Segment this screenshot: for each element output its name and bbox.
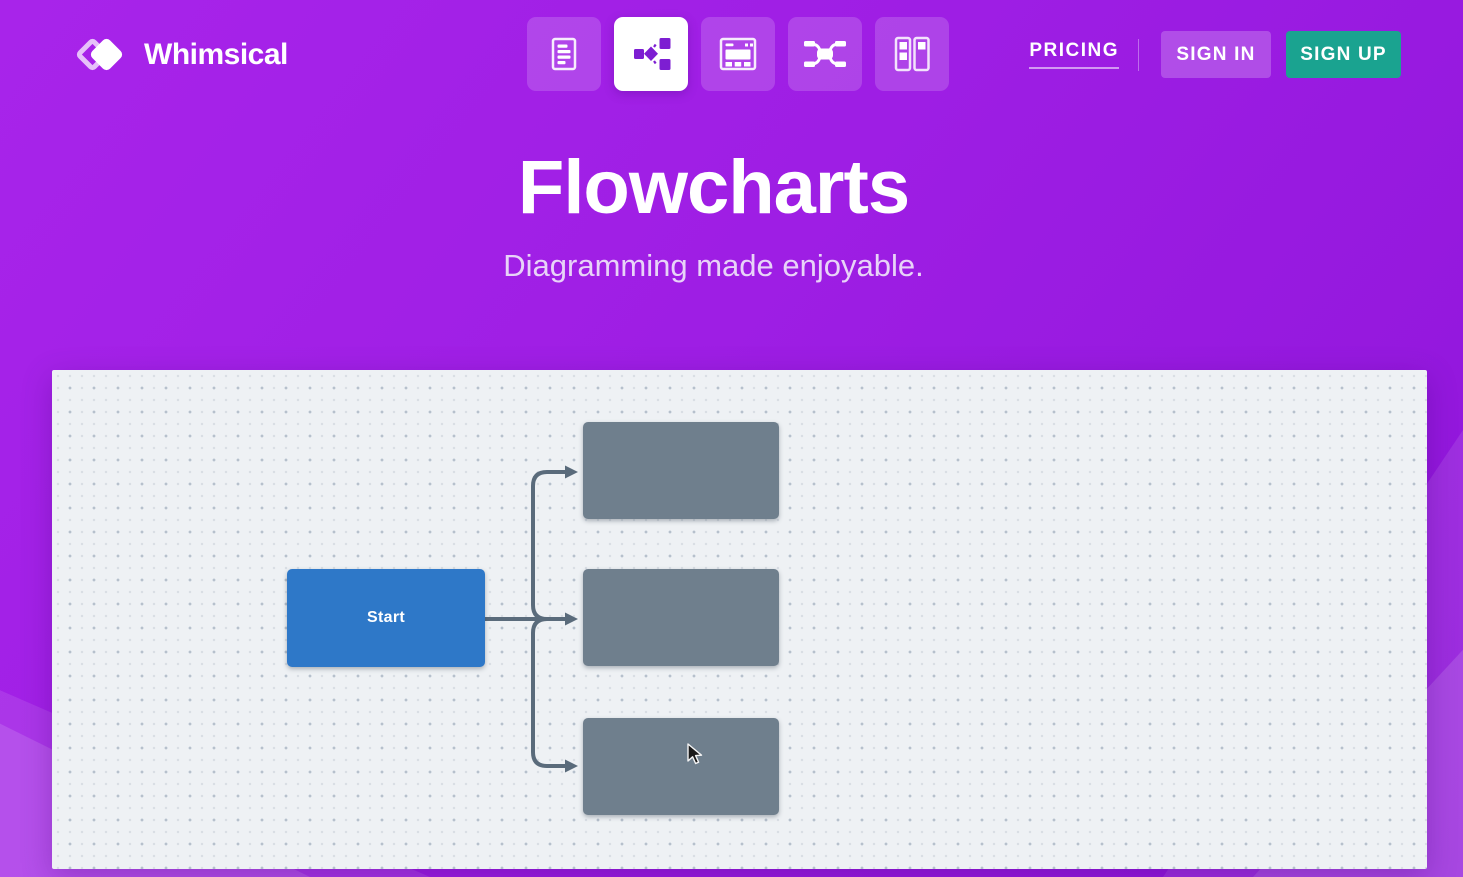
flow-node-branch-middle[interactable] [583,569,779,666]
flow-node-branch-bottom[interactable] [583,718,779,815]
tab-wireframes[interactable] [701,17,775,91]
tab-flowcharts[interactable] [614,17,688,91]
flowchart-icon [630,33,672,75]
page-title: Flowcharts [517,145,910,230]
header-divider [1138,38,1139,71]
sign-in-button[interactable]: SIGN IN [1161,31,1271,78]
pricing-link[interactable]: PRICING [1029,40,1119,69]
product-toolbar [527,17,949,91]
whimsical-logo[interactable]: Whimsical [74,34,288,76]
flow-node-start[interactable]: Start [287,569,485,667]
brand-name: Whimsical [144,38,288,71]
flow-node-branch-top[interactable] [583,422,779,519]
sticky-notes-icon [891,34,933,74]
flowchart-demo-canvas[interactable]: Start [52,370,1427,869]
mindmap-icon [802,35,848,73]
page-subtitle: Diagramming made enjoyable. [503,248,924,283]
sign-up-button[interactable]: SIGN UP [1286,31,1401,78]
tab-mind-maps[interactable] [788,17,862,91]
wireframe-icon [717,34,759,74]
document-icon [545,35,583,73]
tab-documents[interactable] [527,17,601,91]
flow-node-label: Start [367,609,405,626]
whimsical-diamond-icon [74,34,130,76]
header-actions: PRICING SIGN IN SIGN UP [1029,31,1401,78]
tab-sticky-notes[interactable] [875,17,949,91]
